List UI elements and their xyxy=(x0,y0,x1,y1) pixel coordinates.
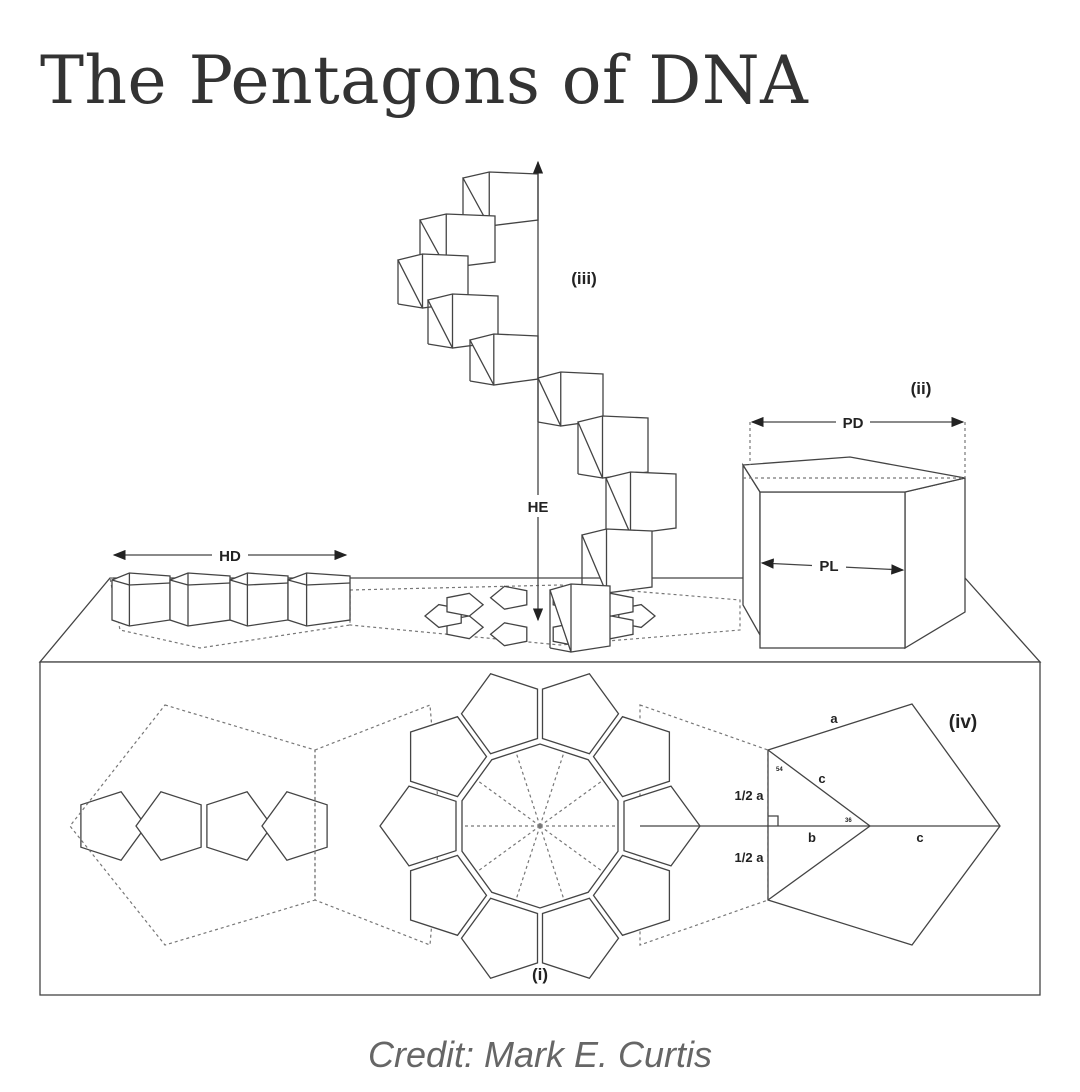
helix-prism xyxy=(469,333,539,386)
pentagonal-prism xyxy=(741,422,966,650)
hd-prisms xyxy=(111,572,351,627)
helix-prism xyxy=(427,293,499,349)
prism-edge xyxy=(111,579,130,586)
floor-pentagon xyxy=(489,585,528,610)
label-angle-36: 36 xyxy=(845,818,852,824)
prism-edge xyxy=(397,303,423,309)
ring-pentagon xyxy=(409,715,488,798)
prism-edge xyxy=(129,582,171,586)
dashed-spoke xyxy=(539,825,565,901)
pentagon xyxy=(261,791,328,861)
image-credit: Credit: Mark E. Curtis xyxy=(367,1034,713,1075)
label-pl: PL xyxy=(819,558,838,575)
prism-edge xyxy=(247,582,289,586)
prism-edge xyxy=(549,647,572,653)
prism-edge xyxy=(469,380,494,386)
label-pd: PD xyxy=(843,415,864,432)
pentagon xyxy=(80,791,147,861)
label-he: HE xyxy=(528,499,549,516)
label-ii: (ii) xyxy=(911,379,932,398)
prism-edge xyxy=(229,579,248,586)
label-a: a xyxy=(830,711,838,726)
page-title: The Pentagons of DNA xyxy=(40,42,809,119)
label-c-hyp: c xyxy=(818,771,825,786)
floor-pentagon xyxy=(489,622,528,647)
label-i: (i) xyxy=(532,965,548,984)
pentagon xyxy=(135,791,202,861)
dashed-spoke xyxy=(539,751,565,827)
helix-prism xyxy=(549,583,611,653)
label-hd: HD xyxy=(219,548,241,565)
label-iv: (iv) xyxy=(949,712,978,733)
ring-pentagon xyxy=(460,673,539,755)
label-half-a-bottom: 1/2 a xyxy=(735,850,765,865)
dashed-spoke xyxy=(539,779,604,827)
dashed-floor xyxy=(349,584,741,646)
dashed-spoke xyxy=(515,825,541,901)
dashed-pentagon xyxy=(314,704,441,946)
helix-prism xyxy=(605,471,677,535)
front-face-drawing xyxy=(69,673,1001,979)
pentagon-iv xyxy=(767,703,1001,946)
ring-pentagon xyxy=(541,897,620,979)
dashed-spoke xyxy=(476,825,541,873)
ring-pentagon xyxy=(379,785,457,867)
right-angle-mark xyxy=(768,815,779,826)
hd-prism xyxy=(169,572,231,627)
hd-prism xyxy=(111,572,171,627)
label-angle-54: 54 xyxy=(776,767,783,773)
label-iii: (iii) xyxy=(571,269,597,288)
pentagon xyxy=(206,791,273,861)
dashed-spoke xyxy=(539,825,604,873)
hd-prism xyxy=(287,572,351,627)
helix-prism xyxy=(537,371,604,427)
ring-pentagon xyxy=(592,854,671,937)
ring-pentagon xyxy=(592,715,671,798)
helix-prism xyxy=(581,528,653,594)
ring-pentagon xyxy=(541,673,620,755)
hd-prism xyxy=(229,572,289,627)
dashed-spoke xyxy=(476,779,541,827)
helix-prism xyxy=(577,415,649,479)
prism-edge xyxy=(537,421,561,427)
label-b: b xyxy=(808,830,816,845)
label-c-base: c xyxy=(916,830,923,845)
floor-pentagon xyxy=(446,592,485,617)
dashed-spoke xyxy=(515,751,541,827)
label-half-a-top: 1/2 a xyxy=(735,788,765,803)
prism-edge xyxy=(287,579,307,586)
prism-edge xyxy=(169,579,189,586)
dashed-pentagon xyxy=(69,704,316,946)
prism-edge xyxy=(577,473,603,479)
ring-pentagon xyxy=(409,854,488,937)
prism-edge xyxy=(187,582,231,586)
dashed-pentagon xyxy=(639,704,769,946)
ring-pentagon xyxy=(460,897,539,979)
prism-edge xyxy=(306,582,351,586)
prism-edge xyxy=(427,343,453,349)
